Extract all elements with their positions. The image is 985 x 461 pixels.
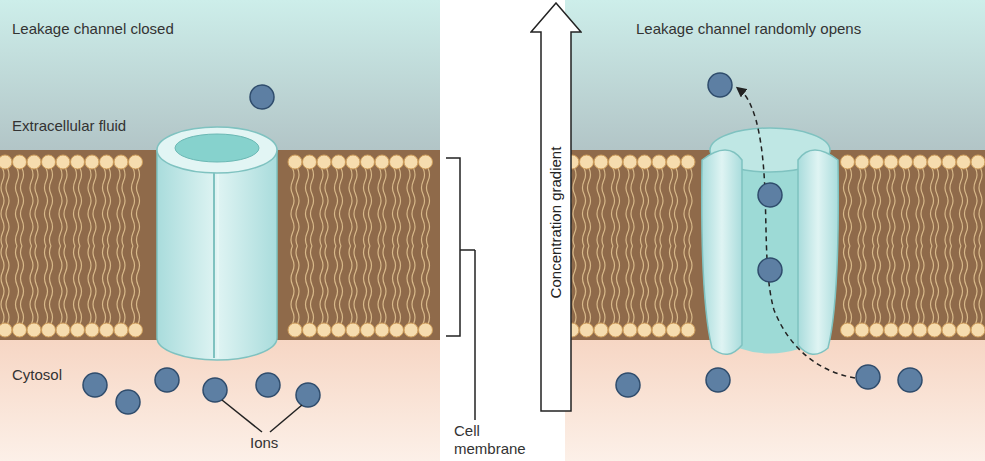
panel-title: Leakage channel closed bbox=[12, 20, 174, 38]
region-label: Cytosol bbox=[12, 366, 62, 384]
membrane-bracket bbox=[446, 158, 460, 336]
closed-channel bbox=[157, 127, 277, 360]
part-label: Cell membrane bbox=[452, 422, 526, 458]
leader-line bbox=[460, 249, 475, 251]
ion-path bbox=[740, 90, 855, 378]
leader-line bbox=[474, 250, 476, 420]
open-channel bbox=[702, 128, 839, 354]
gradient-arrow: Concentration gradient bbox=[530, 2, 582, 412]
region-label: Extracellular fluid bbox=[12, 117, 126, 135]
panel-title: Leakage channel randomly opens bbox=[636, 20, 861, 38]
leader-line bbox=[222, 400, 262, 432]
leader-line bbox=[270, 405, 302, 432]
part-label: Ions bbox=[250, 434, 278, 452]
arrow-label: Concentration gradient bbox=[548, 146, 565, 298]
ions bbox=[83, 73, 922, 414]
